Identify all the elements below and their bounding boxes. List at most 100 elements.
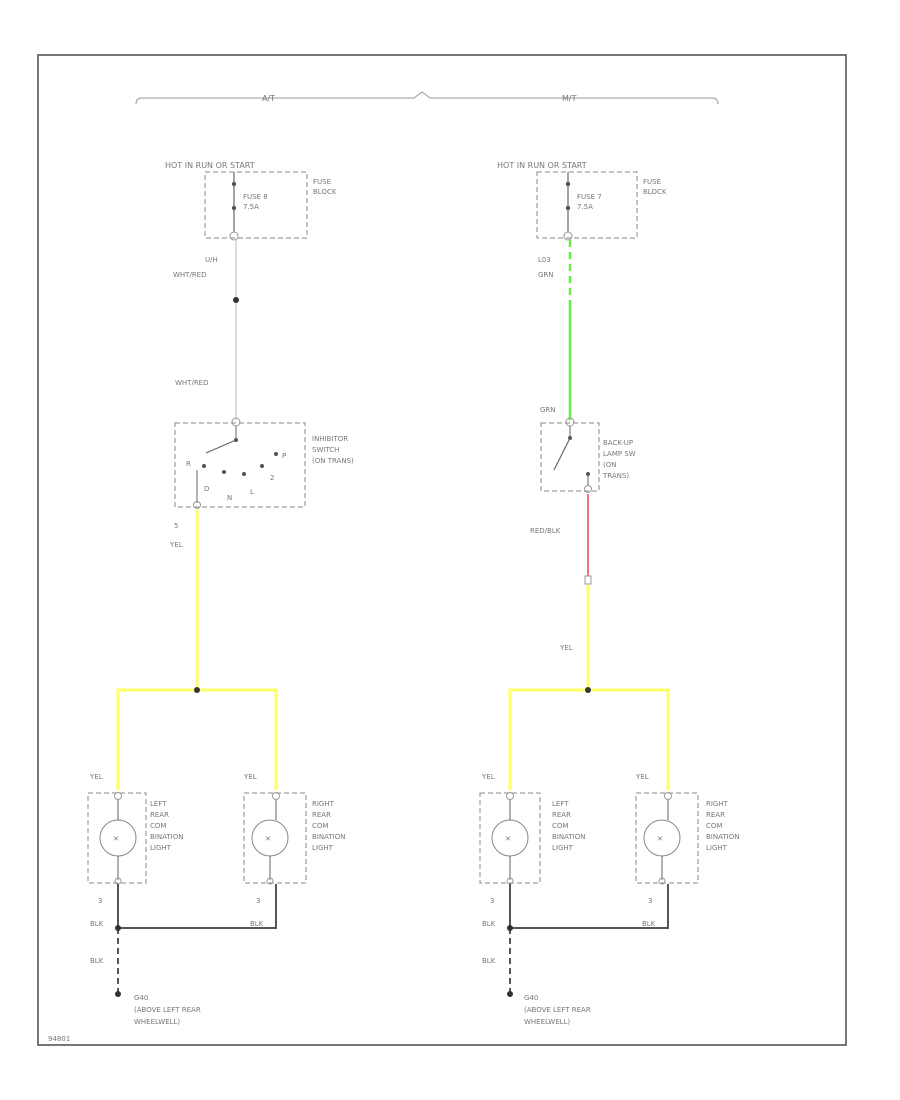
svg-text:(ABOVE LEFT REAR: (ABOVE LEFT REAR	[134, 1006, 201, 1014]
right-power-label: HOT IN RUN OR START	[497, 161, 587, 170]
switch-pin-d: D	[204, 485, 209, 493]
svg-text:BINATION: BINATION	[552, 833, 585, 841]
svg-text:LIGHT: LIGHT	[552, 844, 574, 852]
switch-pin-n: N	[227, 494, 232, 502]
svg-text:COM: COM	[552, 822, 568, 830]
right-inline-connector	[584, 575, 592, 585]
switch-pin-l: L	[250, 488, 254, 496]
svg-text:3: 3	[648, 897, 652, 905]
svg-text:TRANS): TRANS)	[602, 472, 629, 480]
svg-text:✕: ✕	[265, 835, 271, 843]
left-circuit-right-lamp	[243, 792, 307, 884]
svg-text:LIGHT: LIGHT	[150, 844, 172, 852]
right-fuse-label: FUSE 7	[577, 193, 602, 201]
svg-text:REAR: REAR	[552, 811, 571, 819]
svg-text:BLK: BLK	[90, 920, 104, 928]
right-fuse-terminal	[563, 231, 573, 241]
left-fuse-block	[204, 171, 308, 239]
left-lamp-r-wire: YEL	[243, 773, 257, 781]
right-circuit-right-lamp	[635, 792, 699, 884]
svg-text:YEL: YEL	[635, 773, 649, 781]
svg-text:GRN: GRN	[540, 406, 556, 414]
left-fuse-label: FUSE 8	[243, 193, 268, 201]
svg-text:BACK-UP: BACK-UP	[603, 439, 633, 447]
svg-text:✕: ✕	[657, 835, 663, 843]
svg-text:BLOCK: BLOCK	[643, 188, 667, 196]
diagram-code: 94801	[48, 1035, 70, 1043]
backup-lamp-switch	[540, 422, 600, 492]
svg-text:RIGHT: RIGHT	[706, 800, 729, 808]
svg-text:COM: COM	[150, 822, 166, 830]
svg-text:LEFT: LEFT	[552, 800, 569, 808]
backup-switch-arm	[553, 437, 571, 471]
right-ground-wire	[509, 884, 669, 929]
left-lamp-l-wire: YEL	[89, 773, 103, 781]
svg-text:BLK: BLK	[482, 920, 496, 928]
svg-text:COM: COM	[312, 822, 328, 830]
left-wire-top-id: U/H	[205, 256, 218, 264]
svg-text:3: 3	[98, 897, 102, 905]
svg-text:(ON: (ON	[603, 461, 616, 469]
switch-pin-2: 2	[270, 474, 274, 482]
diagram-border	[37, 54, 847, 1046]
header-right-label: M/T	[562, 94, 577, 103]
svg-text:(ABOVE LEFT REAR: (ABOVE LEFT REAR	[524, 1006, 591, 1014]
inhibitor-label-3: (ON TRANS)	[312, 457, 354, 465]
svg-text:REAR: REAR	[312, 811, 331, 819]
svg-text:LIGHT: LIGHT	[706, 844, 728, 852]
svg-text:BINATION: BINATION	[150, 833, 183, 841]
inhibitor-label-1: INHIBITOR	[312, 435, 348, 443]
left-splice-top	[233, 297, 239, 303]
svg-text:BLK: BLK	[250, 920, 264, 928]
svg-text:BLK: BLK	[90, 957, 104, 965]
svg-text:YEL: YEL	[559, 644, 573, 652]
svg-text:L03: L03	[538, 256, 551, 264]
svg-text:WHEELWELL): WHEELWELL)	[524, 1018, 570, 1026]
switch-pin-r: R	[186, 460, 191, 468]
svg-text:FUSE: FUSE	[643, 178, 661, 186]
svg-text:✕: ✕	[113, 835, 119, 843]
left-fuse-terminal	[229, 231, 239, 241]
left-fuse-rating: 7.5A	[243, 203, 259, 211]
left-fuse-block-label-2: BLOCK	[313, 188, 337, 196]
right-yellow-splice	[585, 687, 591, 693]
left-switch-out-wire: YEL	[169, 541, 183, 549]
left-ground-name: G40	[134, 994, 148, 1002]
left-fuse-block-label-1: FUSE	[313, 178, 331, 186]
inhibitor-label-2: SWITCH	[312, 446, 339, 454]
right-ground-name: G40	[524, 994, 538, 1002]
svg-text:YEL: YEL	[481, 773, 495, 781]
svg-text:BINATION: BINATION	[312, 833, 345, 841]
svg-text:BLK: BLK	[642, 920, 656, 928]
svg-text:WHEELWELL): WHEELWELL)	[134, 1018, 180, 1026]
svg-text:REAR: REAR	[150, 811, 169, 819]
svg-text:REAR: REAR	[706, 811, 725, 819]
left-ground-wire	[117, 884, 277, 929]
left-switch-out-pin: 5	[174, 522, 178, 530]
header-bracket	[135, 91, 719, 105]
right-ground-point	[507, 991, 513, 997]
left-wire-top-color: WHT/RED	[173, 271, 207, 279]
left-yellow-splice	[194, 687, 200, 693]
svg-text:✕: ✕	[505, 835, 511, 843]
svg-text:LIGHT: LIGHT	[312, 844, 334, 852]
header-left-label: A/T	[262, 94, 275, 103]
inhibitor-switch	[174, 422, 306, 508]
svg-text:RIGHT: RIGHT	[312, 800, 335, 808]
right-circuit-left-lamp	[479, 792, 541, 884]
svg-text:3: 3	[256, 897, 260, 905]
left-power-label: HOT IN RUN OR START	[165, 161, 255, 170]
svg-text:LAMP SW: LAMP SW	[603, 450, 636, 458]
left-wire-mid-color: WHT/RED	[175, 379, 209, 387]
left-circuit: HOT IN RUN OR START FUSE 8 7.5A FUSE BLO…	[87, 161, 354, 1026]
svg-text:LEFT: LEFT	[150, 800, 167, 808]
svg-text:GRN: GRN	[538, 271, 554, 279]
left-ground-point	[115, 991, 121, 997]
svg-text:3: 3	[490, 897, 494, 905]
inhibitor-switch-arm	[205, 439, 237, 454]
switch-pin-p: P	[282, 452, 286, 460]
right-circuit: HOT IN RUN OR START FUSE 7 7.5A FUSE BLO…	[479, 161, 739, 1026]
svg-text:RED/BLK: RED/BLK	[530, 527, 561, 535]
right-fuse-block	[536, 171, 638, 239]
